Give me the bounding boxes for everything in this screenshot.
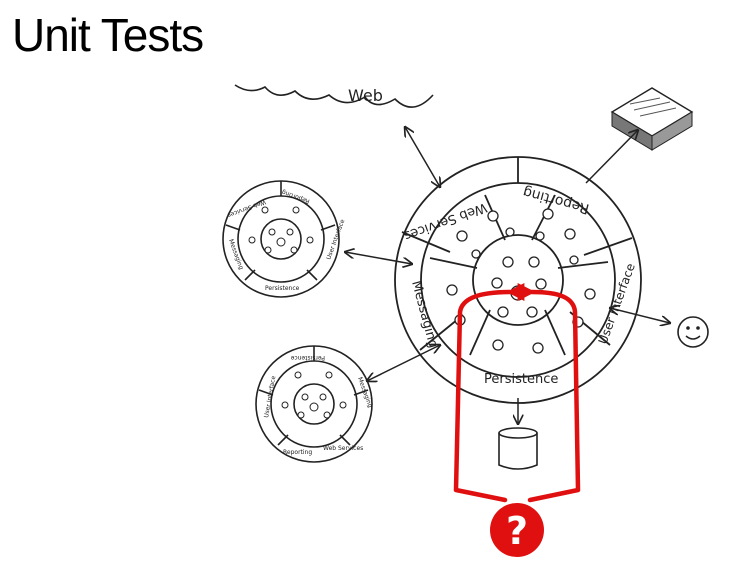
slide-title: Unit Tests: [12, 9, 204, 61]
small-top-user-interface-label: User Interface: [325, 218, 346, 261]
question-mark-label: ?: [506, 509, 528, 553]
test-harness-loop: [453, 282, 581, 503]
web-label: Web: [348, 86, 383, 105]
small-system-bottom: Persistence User Interface Messaging Rep…: [255, 345, 374, 463]
small-bottom-reporting-label: Reporting: [283, 449, 312, 456]
question-mark-badge: ?: [490, 503, 544, 557]
small-bottom-web-services-label: Web Services: [323, 445, 363, 452]
main-system-nodes: [446, 208, 596, 354]
reports-stack-icon: [610, 87, 694, 151]
small-bottom-persistence-label: Persistence: [290, 354, 325, 361]
connection-arrows: [345, 127, 670, 424]
persistence-label: Persistence: [484, 372, 558, 387]
database-icon: [498, 427, 538, 470]
small-top-reporting-label: Reporting: [281, 188, 311, 205]
user-interface-label: User Interface: [596, 261, 638, 346]
small-system-top: Web Services Reporting Messaging User In…: [222, 180, 347, 298]
small-top-persistence-label: Persistence: [265, 285, 300, 292]
web-services-label: Web Services: [401, 199, 488, 243]
messaging-label: Messaging: [408, 279, 440, 350]
main-system: [394, 156, 642, 404]
small-bottom-user-interface-label: User Interface: [263, 375, 277, 418]
web-cloud: Web: [234, 84, 434, 108]
reporting-label: Reporting: [521, 184, 591, 217]
user-smiley-icon: [677, 316, 709, 348]
